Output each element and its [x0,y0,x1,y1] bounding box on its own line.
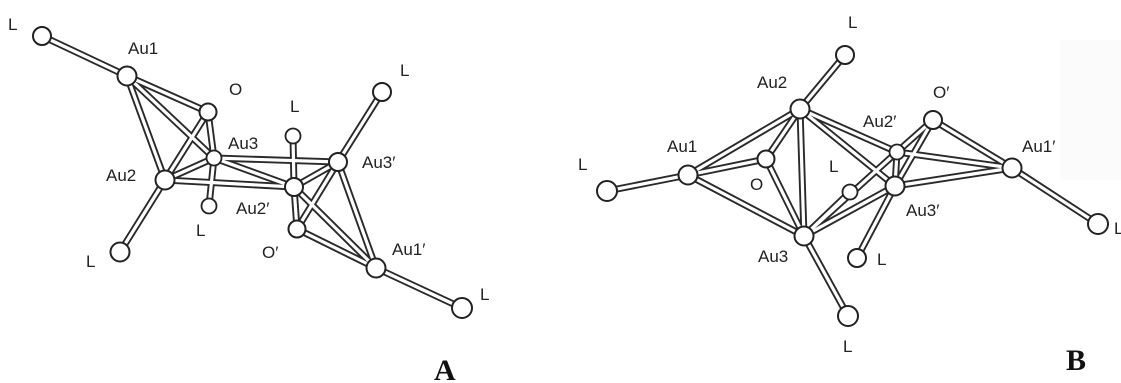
atom-b-l-top [835,45,855,65]
label-a-au1p: Au1′ [392,240,425,259]
label-a-au1: Au1 [128,39,158,58]
label-b-l-bottom: L [843,337,852,356]
atom-b-au3p [884,175,906,197]
atom-a-au3 [205,149,223,167]
atom-b-l-mid [841,183,859,201]
label-b-o: O [750,175,763,194]
label-b-au2p: Au2′ [863,112,896,131]
atom-a-o [198,102,218,122]
panel-b: L Au2 O′ Au2′ Au1 Au1′ L O L Au3′ L Au3 … [578,13,1121,377]
atom-b-l-right [1087,213,1109,235]
label-b-l-low: L [877,250,886,269]
atom-b-op [923,110,943,130]
atom-b-au1 [677,164,699,186]
label-a-l-right: L [400,61,409,80]
atom-a-l-mid [284,127,302,145]
atom-b-au1p [1001,157,1023,179]
atom-b-o [756,149,776,169]
label-b-l-right: L [1114,219,1121,238]
panel-b-labels: L Au2 O′ Au2′ Au1 Au1′ L O L Au3′ L Au3 … [578,13,1121,356]
atom-a-au2p [284,177,304,197]
atom-b-au2 [789,98,811,120]
label-a-au3p: Au3′ [362,153,395,172]
label-b-l-left: L [578,155,587,174]
atom-a-l-br [451,297,473,319]
atom-a-l-bottom [109,241,131,263]
label-b-l-top: L [848,13,857,32]
label-a-l-top: L [8,15,17,34]
atom-a-au1 [116,65,138,87]
atom-a-l-under [200,197,218,215]
atom-a-op [287,219,307,239]
paper-shading [1060,40,1121,180]
panel-a-label: A [434,354,456,383]
label-b-au1: Au1 [667,137,697,156]
panel-a-labels: L Au1 O L Au3 L Au2 Au3′ L Au2′ L O′ Au1… [8,15,489,304]
atom-a-au1p [365,257,387,279]
label-a-o: O [229,80,242,99]
panel-a: L Au1 O L Au3 L Au2 Au3′ L Au2′ L O′ Au1… [8,15,489,383]
label-b-l-mid: L [829,157,838,176]
label-b-au3: Au3 [758,247,788,266]
label-a-l-bottom: L [86,252,95,271]
label-a-l-br: L [480,285,489,304]
atom-b-l-bottom [837,305,859,327]
panel-b-label: B [1066,344,1086,377]
atom-b-au2p [888,143,906,161]
label-a-l-under: L [196,221,205,240]
atom-a-au2 [154,169,176,191]
label-a-op: O′ [262,243,278,262]
label-a-au3: Au3 [228,134,258,153]
label-a-au2: Au2 [106,166,136,185]
atom-b-au3 [793,225,815,247]
atom-a-l-right [372,82,392,102]
label-b-op: O′ [933,83,949,102]
atom-b-l-left [596,180,618,202]
panel-a-atoms [32,26,473,319]
label-b-au2: Au2 [757,73,787,92]
label-b-au3p: Au3′ [906,201,939,220]
panel-b-atoms [596,45,1109,327]
atom-a-l-top [32,26,52,46]
label-a-l-mid: L [290,97,299,116]
atom-a-au3p [328,152,348,172]
label-b-au1p: Au1′ [1022,137,1055,156]
label-a-au2p: Au2′ [236,199,269,218]
atom-b-l-low [847,248,867,268]
